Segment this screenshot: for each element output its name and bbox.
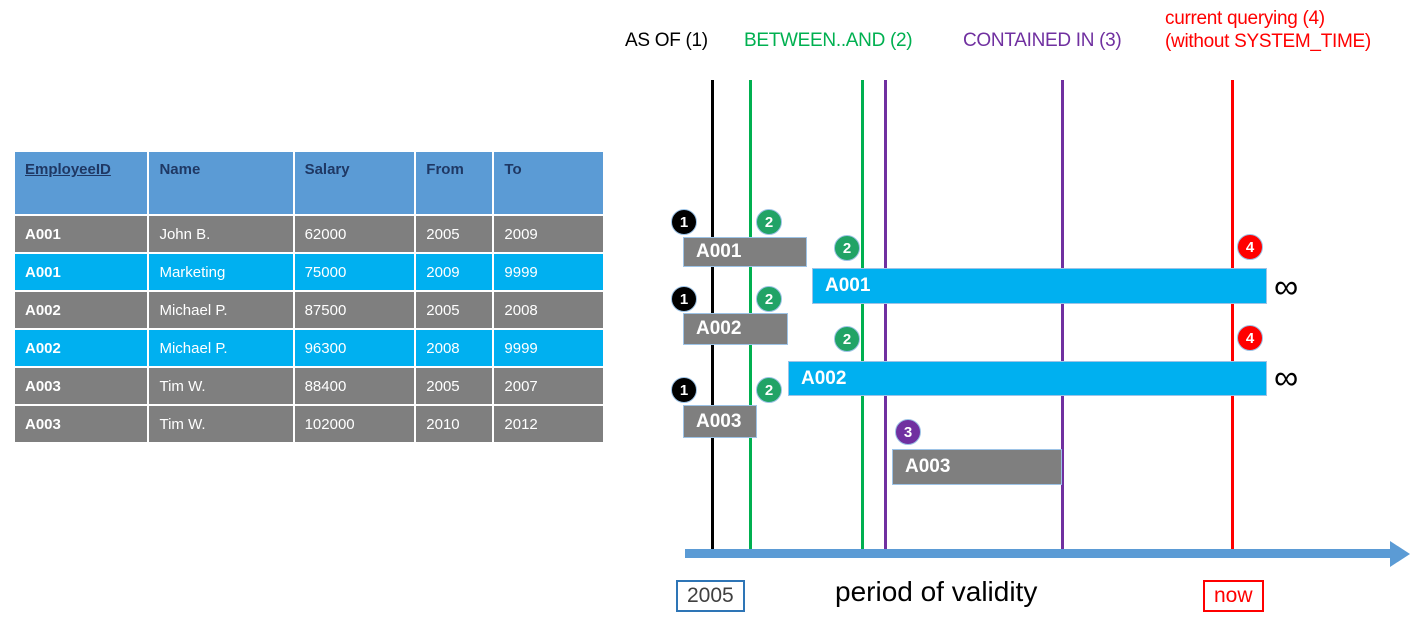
column-header-name: Name bbox=[149, 152, 293, 214]
cell-from: 2010 bbox=[416, 406, 493, 442]
cell-name: Tim W. bbox=[149, 406, 293, 442]
column-header-label: Salary bbox=[304, 161, 350, 178]
cell-to: 2012 bbox=[494, 406, 603, 442]
cell-employeeid: A001 bbox=[15, 254, 148, 290]
cell-name: Marketing bbox=[149, 254, 293, 290]
column-header-label: To bbox=[504, 161, 522, 178]
legend-current-line2: (without SYSTEM_TIME) bbox=[1165, 31, 1371, 52]
cell-name: Tim W. bbox=[149, 368, 293, 404]
cell-salary: 87500 bbox=[294, 292, 415, 328]
time-axis-line bbox=[685, 549, 1390, 558]
cell-employeeid: A002 bbox=[15, 330, 148, 366]
cell-to: 2009 bbox=[494, 216, 603, 252]
cell-from: 2009 bbox=[416, 254, 493, 290]
axis-start-label: 2005 bbox=[676, 580, 745, 612]
table-header-row: EmployeeID Name Salary From To bbox=[15, 152, 603, 214]
legend-contained-in: CONTAINED IN (3) bbox=[963, 30, 1122, 51]
badge-between-a001-a: 2 bbox=[756, 209, 782, 235]
cell-salary: 62000 bbox=[294, 216, 415, 252]
axis-title: period of validity bbox=[835, 576, 1038, 607]
column-header-label: EmployeeID bbox=[25, 161, 111, 178]
column-header-label: Name bbox=[159, 161, 201, 178]
table-row: A002 Michael P. 87500 2005 2008 bbox=[15, 292, 603, 328]
cell-salary: 75000 bbox=[294, 254, 415, 290]
query-line-current bbox=[1231, 80, 1234, 558]
interval-bar-a002-current: A002 bbox=[788, 361, 1267, 396]
column-header-to: To bbox=[494, 152, 603, 214]
column-header-employeeid: EmployeeID bbox=[15, 152, 148, 214]
cell-from: 2005 bbox=[416, 216, 493, 252]
legend-current-line1: current querying (4) bbox=[1165, 8, 1325, 29]
cell-salary: 102000 bbox=[294, 406, 415, 442]
badge-current-a001: 4 bbox=[1237, 234, 1263, 260]
cell-employeeid: A002 bbox=[15, 292, 148, 328]
badge-contained-a003: 3 bbox=[895, 419, 921, 445]
cell-employeeid: A001 bbox=[15, 216, 148, 252]
infinity-icon-a001: ∞ bbox=[1274, 268, 1299, 306]
cell-salary: 96300 bbox=[294, 330, 415, 366]
column-header-from: From bbox=[416, 152, 493, 214]
badge-between-a002-a: 2 bbox=[756, 286, 782, 312]
cell-from: 2005 bbox=[416, 292, 493, 328]
cell-employeeid: A003 bbox=[15, 368, 148, 404]
interval-bar-a002-historic: A002 bbox=[683, 313, 788, 345]
interval-bar-a001-current: A001 bbox=[812, 268, 1267, 304]
interval-bar-label: A001 bbox=[825, 275, 871, 296]
cell-to: 2007 bbox=[494, 368, 603, 404]
cell-name: Michael P. bbox=[149, 292, 293, 328]
interval-bar-a001-historic: A001 bbox=[683, 237, 807, 267]
interval-bar-label: A003 bbox=[696, 410, 742, 432]
query-line-contained-start bbox=[884, 80, 887, 558]
interval-bar-label: A002 bbox=[801, 367, 847, 389]
interval-bar-label: A003 bbox=[905, 456, 951, 477]
cell-to: 2008 bbox=[494, 292, 603, 328]
cell-to: 9999 bbox=[494, 254, 603, 290]
badge-between-a002-b: 2 bbox=[834, 326, 860, 352]
cell-from: 2008 bbox=[416, 330, 493, 366]
infinity-icon-a002: ∞ bbox=[1274, 359, 1299, 397]
time-axis-arrowhead-icon bbox=[1390, 541, 1410, 567]
table-row: A003 Tim W. 102000 2010 2012 bbox=[15, 406, 603, 442]
table-row: A001 Marketing 75000 2009 9999 bbox=[15, 254, 603, 290]
badge-as-of-a002: 1 bbox=[671, 286, 697, 312]
employee-history-table: EmployeeID Name Salary From To A001 John… bbox=[13, 150, 605, 444]
column-header-salary: Salary bbox=[294, 152, 415, 214]
interval-bar-a003-second: A003 bbox=[892, 449, 1062, 485]
query-line-contained-end bbox=[1061, 80, 1064, 558]
interval-bar-label: A002 bbox=[696, 318, 742, 339]
table-row: A003 Tim W. 88400 2005 2007 bbox=[15, 368, 603, 404]
interval-bar-a003-historic: A003 bbox=[683, 405, 757, 438]
table-row: A001 John B. 62000 2005 2009 bbox=[15, 216, 603, 252]
cell-from: 2005 bbox=[416, 368, 493, 404]
cell-salary: 88400 bbox=[294, 368, 415, 404]
cell-to: 9999 bbox=[494, 330, 603, 366]
badge-between-a003: 2 bbox=[756, 377, 782, 403]
table-row: A002 Michael P. 96300 2008 9999 bbox=[15, 330, 603, 366]
cell-name: John B. bbox=[149, 216, 293, 252]
badge-as-of-a001: 1 bbox=[671, 209, 697, 235]
axis-now-label: now bbox=[1203, 580, 1264, 612]
legend-current-querying: current querying (4) (without SYSTEM_TIM… bbox=[1165, 7, 1371, 53]
query-line-between-end bbox=[861, 80, 864, 558]
badge-current-a002: 4 bbox=[1237, 325, 1263, 351]
cell-name: Michael P. bbox=[149, 330, 293, 366]
badge-between-a001-b: 2 bbox=[834, 235, 860, 261]
interval-bar-label: A001 bbox=[696, 241, 742, 262]
badge-as-of-a003: 1 bbox=[671, 377, 697, 403]
legend-between-and: BETWEEN..AND (2) bbox=[744, 30, 913, 51]
cell-employeeid: A003 bbox=[15, 406, 148, 442]
column-header-label: From bbox=[426, 161, 464, 178]
legend-as-of: AS OF (1) bbox=[625, 30, 708, 51]
